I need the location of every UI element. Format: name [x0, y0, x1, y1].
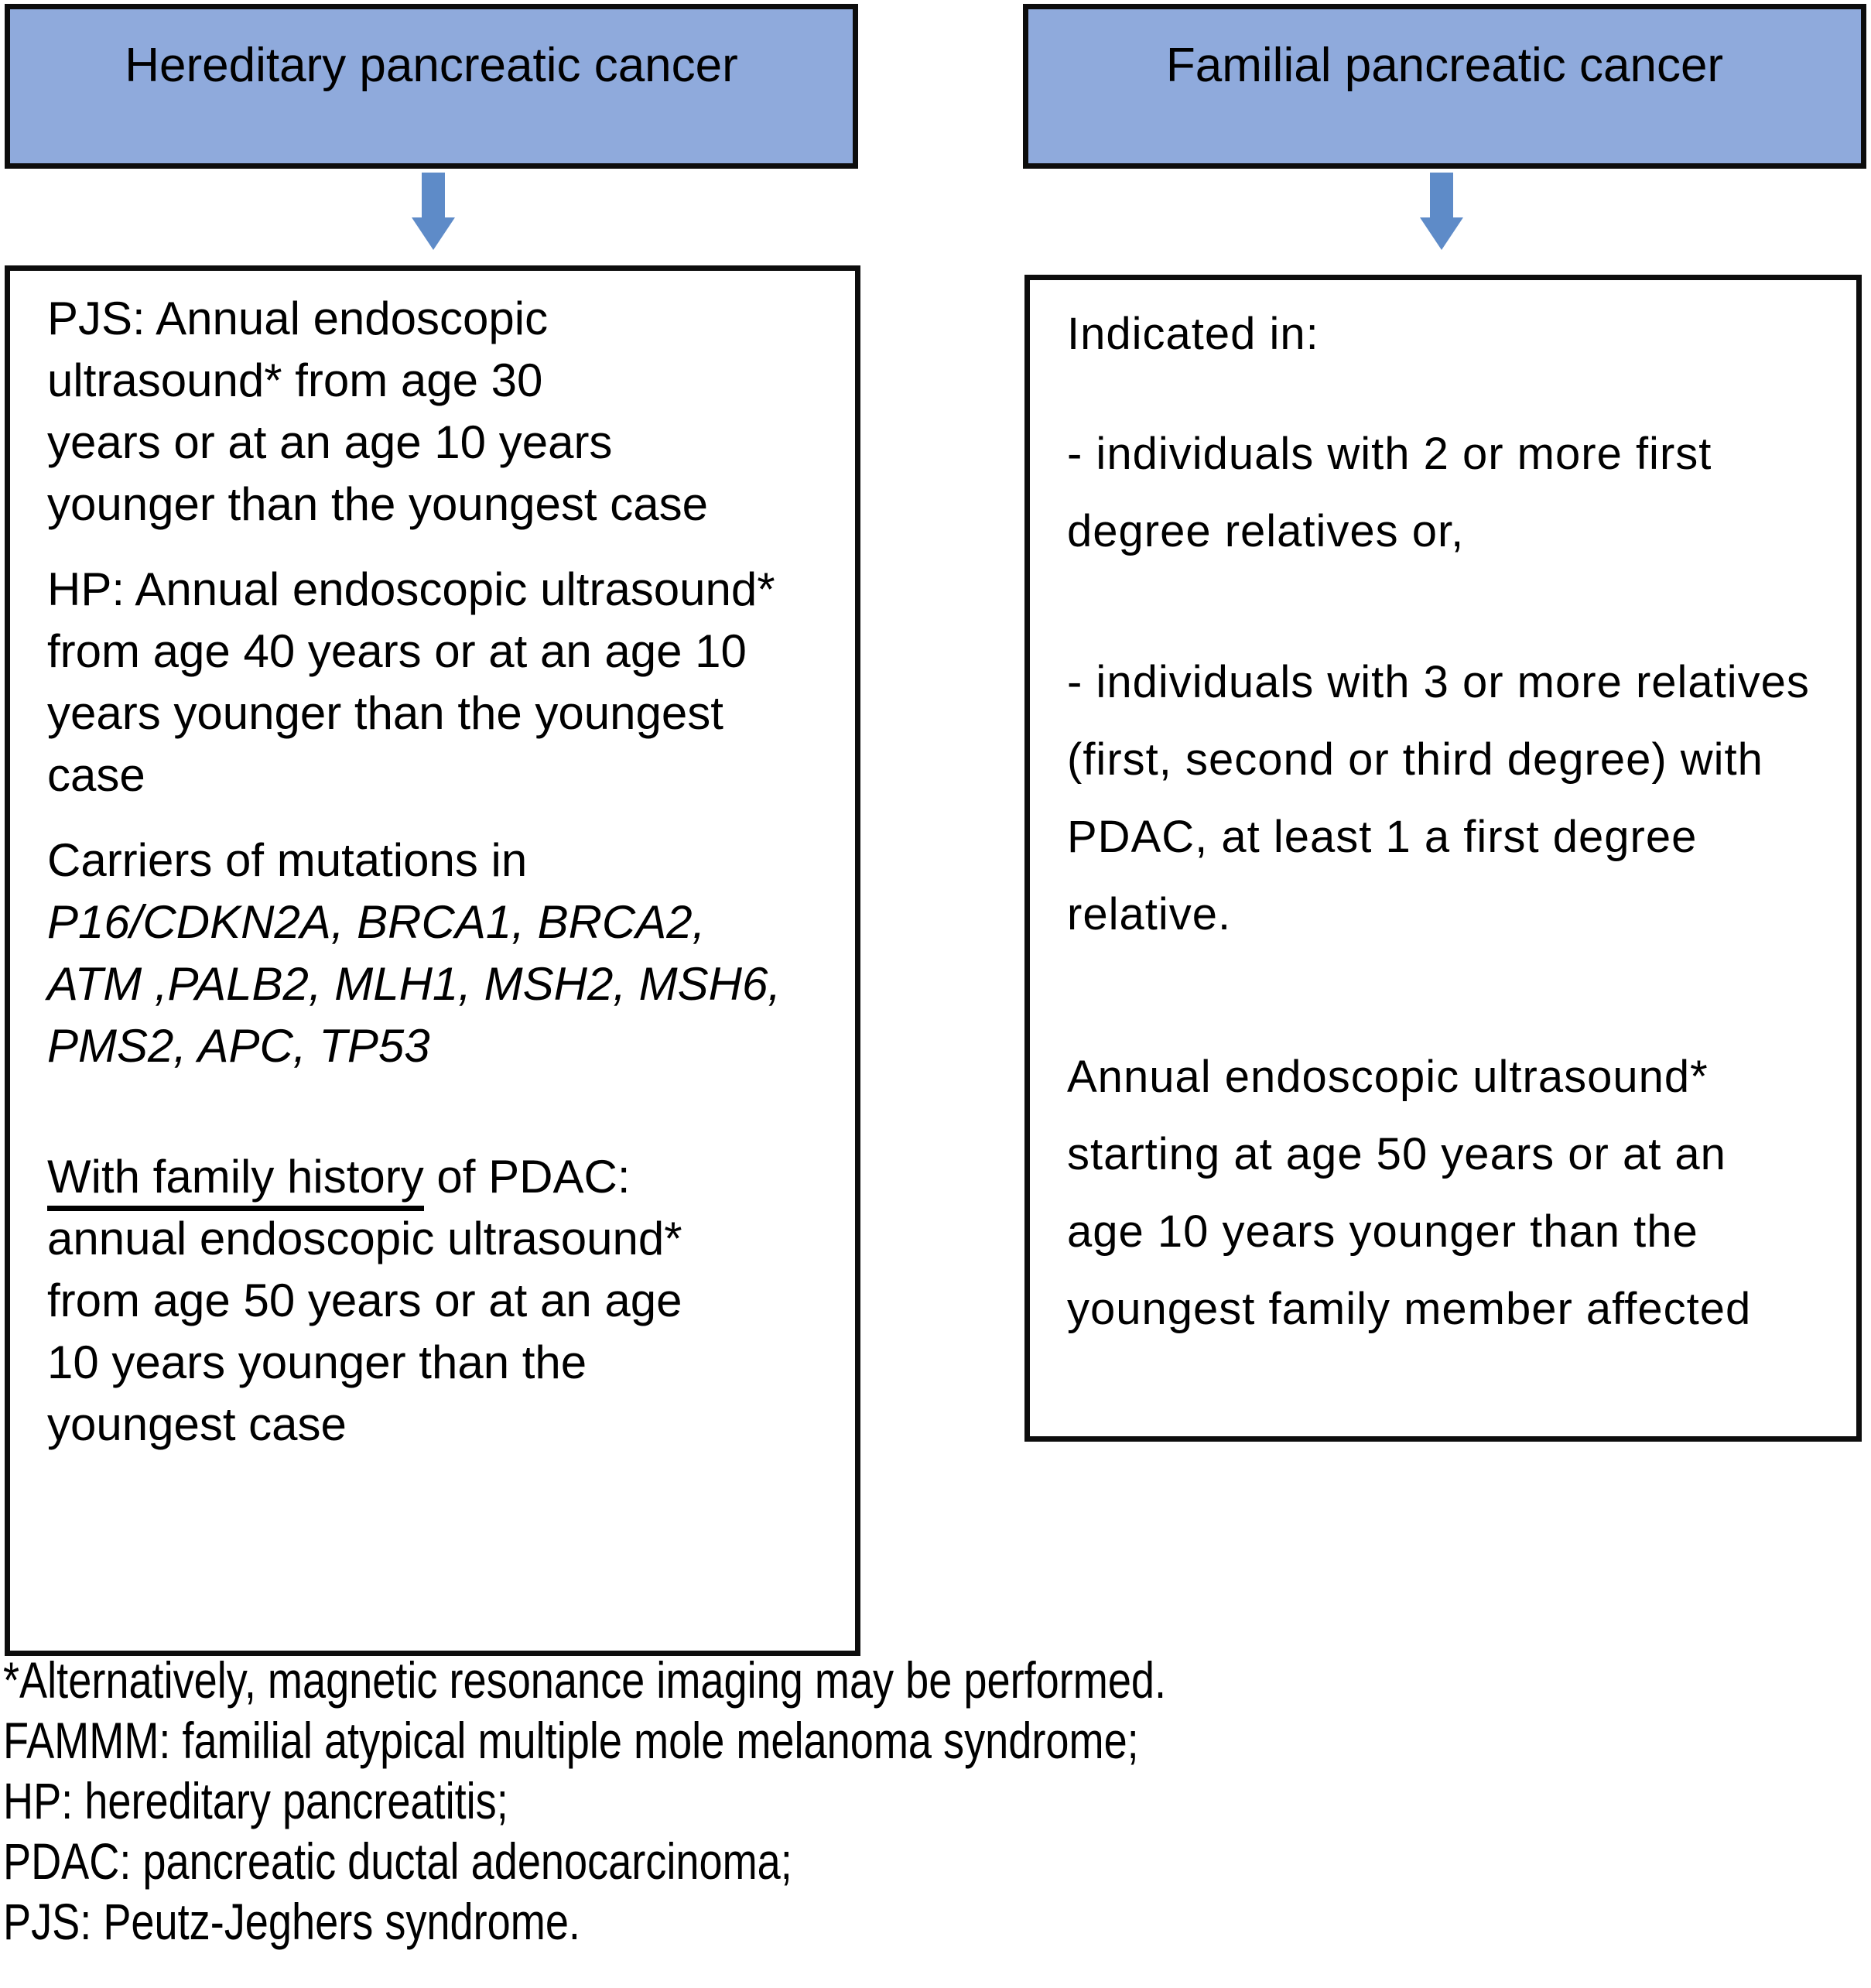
- footnote-line: HP: hereditary pancreatitis;: [3, 1772, 508, 1829]
- carriers-intro-text: Carriers of mutations in: [47, 834, 528, 886]
- three-relatives-paragraph: - individuals with 3 or more relatives (…: [1067, 657, 1810, 939]
- hereditary-detail-box: PJS: Annual endoscopic ultrasound* from …: [5, 265, 860, 1656]
- footnote-line: FAMMM: familial atypical multiple mole m…: [3, 1712, 1139, 1769]
- gene-list-text: P16/CDKN2A, BRCA1, BRCA2, ATM ,PALB2, ML…: [47, 896, 782, 1072]
- footnote-line: PDAC: pancreatic ductal adenocarcinoma;: [3, 1832, 792, 1890]
- down-arrow-icon: [412, 173, 455, 250]
- hereditary-header-box: Hereditary pancreatic cancer: [5, 4, 858, 169]
- hp-paragraph: HP: Annual endoscopic ultrasound* from a…: [47, 563, 775, 801]
- down-arrow-icon: [1420, 173, 1463, 250]
- mutation-carriers-paragraph: Carriers of mutations in P16/CDKN2A, BRCA…: [47, 830, 833, 1077]
- two-first-degree-paragraph: - individuals with 2 or more first degre…: [1067, 429, 1712, 556]
- footnote-line: PJS: Peutz-Jeghers syndrome.: [3, 1893, 580, 1950]
- familial-detail-box: Indicated in: - individuals with 2 or mo…: [1024, 275, 1862, 1442]
- familial-header-box: Familial pancreatic cancer: [1023, 4, 1866, 169]
- footnote-line: *Alternatively, magnetic resonance imagi…: [3, 1651, 1167, 1709]
- family-history-rest-text: of PDAC: annual endoscopic ultrasound* f…: [47, 1151, 682, 1450]
- hereditary-header-label: Hereditary pancreatic cancer: [125, 39, 738, 92]
- indicated-in-paragraph: Indicated in:: [1067, 309, 1319, 359]
- familial-header-label: Familial pancreatic cancer: [1165, 39, 1724, 92]
- family-history-underlined-text: With family history: [47, 1151, 424, 1211]
- footnote-block: *Alternatively, magnetic resonance imagi…: [3, 1650, 1526, 1952]
- annual-eus-paragraph: Annual endoscopic ultrasound* starting a…: [1067, 1052, 1752, 1334]
- pjs-paragraph: PJS: Annual endoscopic ultrasound* from …: [47, 293, 708, 530]
- family-history-paragraph: With family history of PDAC: annual endo…: [47, 1146, 833, 1456]
